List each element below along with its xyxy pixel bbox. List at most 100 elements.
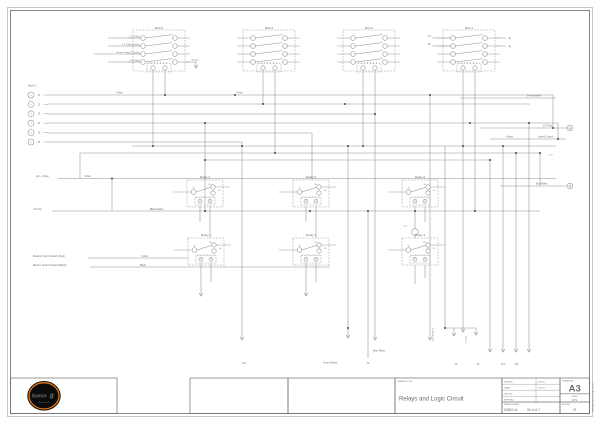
- label-to-load-vert: To Load: [465, 335, 467, 344]
- arrowheads: [193, 64, 532, 353]
- mult1-pin2: ②: [508, 44, 511, 48]
- relay-terminal-87a: 87a: [315, 184, 318, 186]
- scale-value: NTS: [572, 399, 577, 402]
- mult-switch-blade: [255, 50, 283, 55]
- mult-block-label: Mult 4: [155, 26, 164, 30]
- mult-contact-pin: [250, 51, 256, 57]
- mult4-row1-label: J-7 ① Red: [129, 35, 140, 38]
- mult-contact-pin: [282, 59, 288, 65]
- mult-switch-blade: [145, 34, 173, 39]
- mod1-title: Mod 1: [28, 84, 37, 88]
- label-j17-bottom-1: J17: [501, 362, 506, 366]
- relay-terminal-30: 30: [194, 246, 196, 248]
- mult-contact-pin: [482, 35, 488, 41]
- title-block: DRAWING TITLE Relays and Logic Circuit O…: [10, 377, 595, 414]
- relay-coil-pin-85: [412, 257, 418, 262]
- approval-row-label: CHECKED: [504, 394, 513, 396]
- relay-no-pin: [316, 190, 322, 196]
- relay-switch-blade: [301, 186, 317, 193]
- revision-value: A: [573, 407, 577, 412]
- relay-terminal-30: 30: [193, 188, 195, 190]
- relay-common-pin: [405, 247, 412, 253]
- scale-label: SCALE: [572, 395, 578, 398]
- wire-label-yellow-5: Yellow: [506, 136, 513, 139]
- mod1-pin-number: 6: [30, 142, 32, 144]
- approval-row-label: DESIGNED: [504, 382, 514, 384]
- mult-switch-blade: [455, 42, 483, 47]
- mult4-row4-label: J-5 ④ Red: [129, 59, 140, 62]
- sheet-frame: [7, 7, 593, 417]
- relay-coil-pin-85: [303, 257, 309, 262]
- mod1-pin-circle: [27, 129, 35, 136]
- mult-contact-pin: [250, 43, 256, 49]
- relay-no-pin: [425, 248, 431, 254]
- sheet-size: A3: [569, 384, 581, 395]
- label-j13: J13 (A): [33, 207, 42, 211]
- relay-terminal-86: 86: [315, 201, 317, 203]
- relay-common-pin: [296, 189, 303, 195]
- mult-contact-pin: [382, 51, 388, 57]
- relay-switch-blade: [410, 186, 426, 193]
- mod1-pin-circle: [27, 119, 35, 127]
- mult-switch-blade: [355, 58, 383, 63]
- mult-block: Mult 1: [437, 26, 500, 73]
- logo-disc: [27, 380, 61, 411]
- mult-block-outline: [132, 29, 186, 72]
- side-note: D562-A Relays and Logic Circuit: [592, 383, 595, 412]
- mult-block-label: Mult 1: [465, 26, 474, 30]
- logo-ring: [28, 382, 60, 410]
- label-ign-fuse: Ign + Fuse: [36, 174, 49, 178]
- mod1-pin-label: J6: [38, 141, 41, 144]
- relay-outline: [292, 179, 330, 208]
- mult-block-outline: [442, 29, 496, 72]
- mult-contact-pin: [172, 51, 178, 57]
- relay-terminal-85: 85: [199, 201, 201, 203]
- wire-label-blue-white: Blue/White: [536, 183, 548, 186]
- mult-block: Mult 3: [237, 26, 300, 73]
- logo-word: ilumin: [32, 393, 47, 399]
- drawing-number-label: DRAWING NUMBER: [504, 403, 520, 406]
- mult-coil-pin: [150, 65, 156, 71]
- relay-no-pin: [316, 248, 322, 254]
- mult-block-label: Mult 2: [365, 26, 374, 30]
- sheet-info: Sh 4 of 7: [527, 408, 540, 412]
- conn-a-2: Ⓐ: [568, 183, 572, 188]
- mult-contact-pin: [140, 35, 146, 41]
- relay-label: Relay 6: [415, 175, 426, 179]
- mult-contact-pin: [382, 35, 388, 41]
- relay-coil-pin-86: [422, 257, 428, 262]
- mult-switch-blade: [145, 58, 173, 63]
- mult-contact-pin: [172, 35, 178, 41]
- mult-switch-blade: [455, 50, 483, 55]
- mod1-pin-number: 4: [30, 123, 32, 125]
- mult-contact-pin: [282, 35, 288, 41]
- relay-coil-pin-86: [422, 199, 428, 204]
- mod1-pin-circle: [27, 101, 35, 108]
- relay-common-pin: [191, 247, 198, 253]
- mult4-row3-label: Sensor Output ③ Yellow: [116, 51, 140, 54]
- mult-switch-blade: [255, 58, 283, 63]
- relay-terminal-30: 30: [299, 188, 301, 190]
- label-j2-bottom-2: J2: [477, 362, 480, 366]
- mult-contact-pin: [140, 43, 146, 49]
- mult-contact-pin: [350, 43, 356, 49]
- mod1-pin-label: J1: [38, 94, 41, 97]
- timer-symbol: [411, 228, 419, 236]
- mult1-pin1: ①: [508, 36, 511, 40]
- mod1-pin-label: J3: [38, 113, 41, 116]
- mult-coil-box: [146, 63, 172, 73]
- relay-common-pin: [296, 247, 303, 253]
- relay-label: Relay 1: [201, 233, 212, 237]
- mult1-j4-label: J4: [428, 35, 431, 38]
- drawing-number: D562-A: [504, 407, 518, 412]
- relay-coil-box: [409, 255, 431, 264]
- drawing-title-label: DRAWING TITLE: [398, 380, 413, 383]
